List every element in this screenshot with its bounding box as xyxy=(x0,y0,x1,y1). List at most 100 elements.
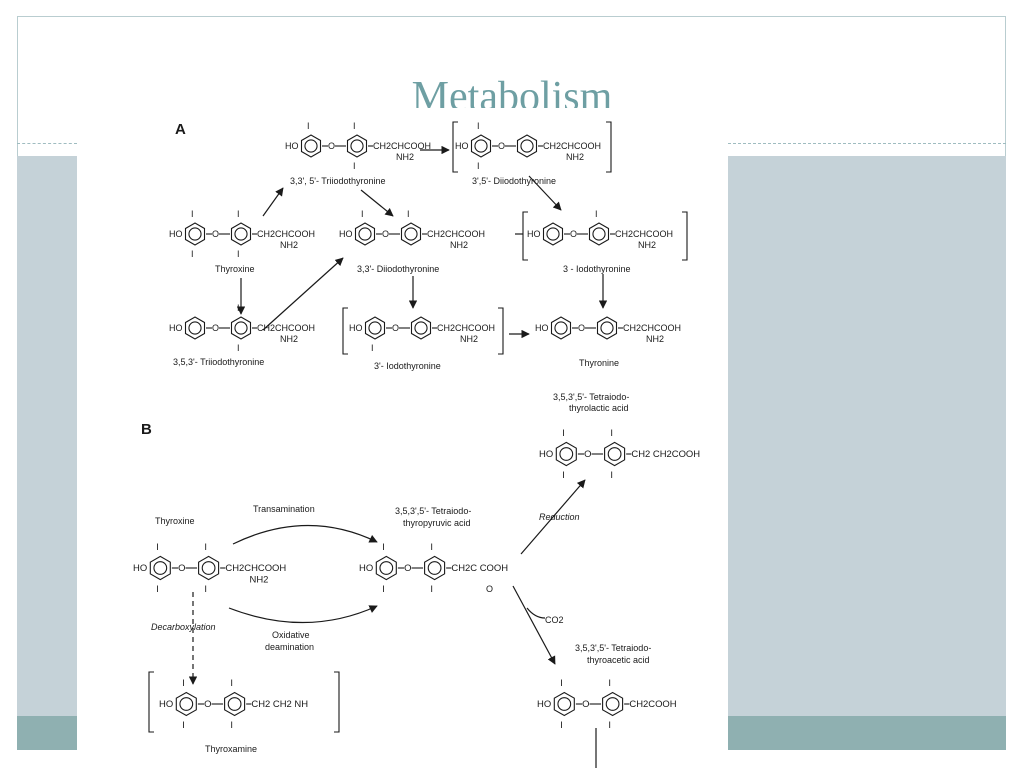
arrow-t3-to-t2-33 xyxy=(262,257,344,331)
amino-label: NH2 xyxy=(638,240,656,250)
arrow-reduction xyxy=(520,479,586,555)
keto-oxygen-label: O xyxy=(486,584,493,594)
iodine-label: I xyxy=(430,584,433,595)
arrow-oxidative-deamination xyxy=(228,605,378,624)
iodine-label: I xyxy=(353,121,356,131)
side-chain-label: CH2CHCOOH xyxy=(225,563,286,574)
acetic-name-line1: 3,5,3',5'- Tetraiodo- xyxy=(575,643,651,653)
hydroxyl-label: HO xyxy=(527,229,541,239)
iodine-label: I xyxy=(237,343,240,353)
iodine-label: I xyxy=(237,249,240,259)
ether-oxygen-label: O xyxy=(578,323,585,333)
iodine-label: I xyxy=(230,678,233,689)
amino-label: NH2 xyxy=(396,152,414,162)
iodine-label: I xyxy=(191,209,194,219)
side-chain-label: CH2 CH2 NH xyxy=(251,699,308,710)
hydroxyl-label: HO xyxy=(535,323,549,333)
iodine-label: I xyxy=(307,121,310,131)
iodine-label: I xyxy=(237,209,240,219)
thyroxine-name-a: Thyroxine xyxy=(215,264,255,274)
iodine-label: I xyxy=(204,584,207,595)
t2-33-name: 3,3'- Diiodothyronine xyxy=(357,264,439,274)
amino-label: NH2 xyxy=(280,240,298,250)
co2-release-curve xyxy=(526,607,546,619)
reduction-label: Reduction xyxy=(539,512,580,522)
amino-label: NH2 xyxy=(566,152,584,162)
hydroxyl-label: HO xyxy=(455,141,469,151)
side-chain-label: CH2COOH xyxy=(629,699,676,710)
iodine-label: I xyxy=(382,584,385,595)
iodine-label: I xyxy=(353,161,356,171)
right-side-band xyxy=(728,156,1006,716)
ether-oxygen-label: O xyxy=(204,699,211,710)
thyroxine-name-b: Thyroxine xyxy=(155,516,195,526)
arrow-rev-t3-to-t2-33 xyxy=(360,189,394,217)
transamination-label: Transamination xyxy=(253,504,315,514)
iodine-label: I xyxy=(361,209,364,219)
left-title-divider xyxy=(17,143,77,144)
lactic-name-line1: 3,5,3',5'- Tetraiodo- xyxy=(553,392,629,402)
hydroxyl-label: HO xyxy=(133,563,147,574)
t2-35-bracket xyxy=(452,121,612,173)
t1-3-name: 3 - Iodothyronine xyxy=(563,264,631,274)
t1-3p-bracket xyxy=(342,307,504,355)
hydroxyl-label: HO xyxy=(169,323,183,333)
t2-35-name: 3',5'- Diiodothyronine xyxy=(472,176,556,186)
hydroxyl-label: HO xyxy=(359,563,373,574)
thyroxamine-name: Thyroxamine xyxy=(205,744,257,754)
hydroxyl-label: HO xyxy=(159,699,173,710)
amino-label: NH2 xyxy=(646,334,664,344)
iodine-label: I xyxy=(204,542,207,553)
iodine-label: I xyxy=(182,720,185,731)
hydroxyl-label: HO xyxy=(339,229,353,239)
slide-title: Metabolism xyxy=(411,74,613,110)
side-chain-label: CH2C COOH xyxy=(451,563,508,574)
lactic-name-line2: thyrolactic acid xyxy=(569,403,629,413)
hydroxyl-label: HO xyxy=(537,699,551,710)
decarboxylation-label: Decarboxylation xyxy=(151,622,216,632)
pyruvic-name-line2: thyropyruvic acid xyxy=(403,518,471,528)
iodine-label: I xyxy=(560,720,563,731)
side-chain-label: CH2CHCOOH xyxy=(257,229,315,239)
iodine-label: I xyxy=(156,584,159,595)
side-chain-label: CH2CHCOOH xyxy=(257,323,315,333)
oxidative-label-line1: Oxidative xyxy=(272,630,310,640)
amino-label: NH2 xyxy=(450,240,468,250)
t3-name: 3,5,3'- Triiodothyronine xyxy=(173,357,264,367)
iodine-label: I xyxy=(608,720,611,731)
iodine-label: I xyxy=(430,542,433,553)
iodine-label: I xyxy=(562,428,565,439)
t1-3p-name: 3'- Iodothyronine xyxy=(374,361,441,371)
iodine-label: I xyxy=(371,343,374,353)
ether-oxygen-label: O xyxy=(584,449,591,460)
pyruvic-name-line1: 3,5,3',5'- Tetraiodo- xyxy=(395,506,471,516)
iodine-label: I xyxy=(230,720,233,731)
ether-oxygen-label: O xyxy=(498,141,505,151)
side-chain-label: CH2CHCOOH xyxy=(623,323,681,333)
iodine-label: I xyxy=(595,209,598,219)
t1-3-bracket xyxy=(522,211,688,261)
side-chain-label: CH2CHCOOH xyxy=(427,229,485,239)
hydroxyl-label: HO xyxy=(169,229,183,239)
ether-oxygen-label: O xyxy=(212,323,219,333)
iodine-label: I xyxy=(610,428,613,439)
ether-oxygen-label: O xyxy=(582,699,589,710)
ether-oxygen-label: O xyxy=(382,229,389,239)
right-footer-bar xyxy=(728,716,1006,750)
panel-b-label: B xyxy=(141,421,152,438)
left-side-band xyxy=(17,156,77,750)
co2-label: CO2 xyxy=(545,615,564,625)
